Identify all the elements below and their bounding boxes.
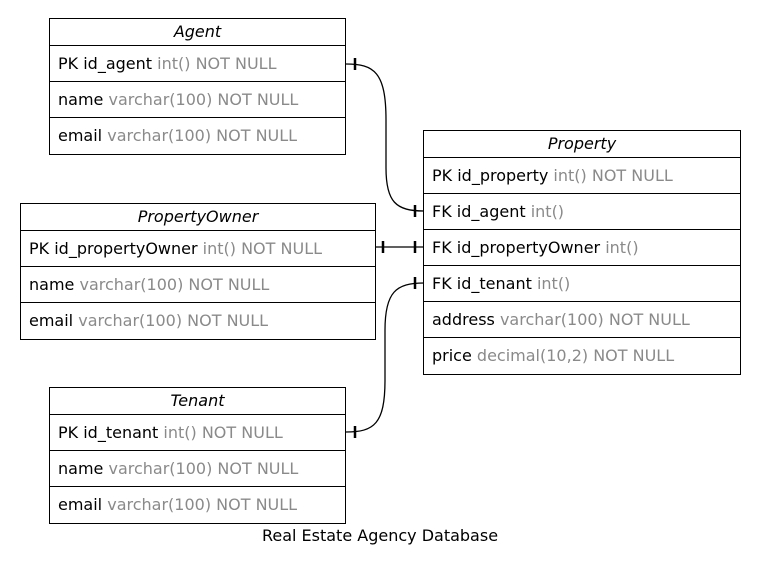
field-row: name varchar(100) NOT NULL [50, 451, 345, 487]
field-row: PK id_property int() NOT NULL [424, 158, 740, 194]
field-row: FK id_agent int() [424, 194, 740, 230]
field-name: PK id_property [432, 166, 549, 185]
field-name: PK id_propertyOwner [29, 239, 198, 258]
diagram-title: Real Estate Agency Database [261, 526, 499, 545]
field-name: email [58, 126, 103, 145]
field-name: PK id_tenant [58, 423, 159, 442]
field-name: email [29, 311, 74, 330]
field-name: address [432, 310, 495, 329]
field-type: int() NOT NULL [553, 166, 673, 185]
field-type: varchar(100) NOT NULL [499, 310, 690, 329]
field-name: FK id_propertyOwner [432, 238, 601, 257]
field-name: name [58, 90, 104, 109]
field-row: name varchar(100) NOT NULL [50, 82, 345, 118]
entity-property-owner: PropertyOwner PK id_propertyOwner int() … [20, 203, 376, 340]
field-name: FK id_tenant [432, 274, 532, 293]
field-name: email [58, 495, 103, 514]
field-type: varchar(100) NOT NULL [108, 459, 299, 478]
field-name: PK id_agent [58, 54, 153, 73]
link-tenant-property [345, 282, 425, 433]
field-type: int() [530, 202, 565, 221]
field-row: FK id_propertyOwner int() [424, 230, 740, 266]
entity-agent: Agent PK id_agent int() NOT NULL name va… [49, 18, 346, 155]
entity-title: Tenant [50, 388, 345, 415]
field-row: PK id_propertyOwner int() NOT NULL [21, 231, 375, 267]
entity-property: Property PK id_property int() NOT NULL F… [423, 130, 741, 375]
entity-title: Property [424, 131, 740, 158]
field-type: int() [536, 274, 571, 293]
field-row: email varchar(100) NOT NULL [21, 303, 375, 339]
field-row: FK id_tenant int() [424, 266, 740, 302]
field-type: int() NOT NULL [163, 423, 283, 442]
field-name: name [29, 275, 75, 294]
field-row: email varchar(100) NOT NULL [50, 487, 345, 523]
entity-tenant: Tenant PK id_tenant int() NOT NULL name … [49, 387, 346, 524]
field-row: address varchar(100) NOT NULL [424, 302, 740, 338]
field-row: name varchar(100) NOT NULL [21, 267, 375, 303]
field-name: name [58, 459, 104, 478]
field-name: price [432, 346, 472, 365]
entity-title: PropertyOwner [21, 204, 375, 231]
field-type: int() NOT NULL [202, 239, 323, 258]
field-type: varchar(100) NOT NULL [107, 495, 298, 514]
field-row: email varchar(100) NOT NULL [50, 118, 345, 154]
field-row: PK id_tenant int() NOT NULL [50, 415, 345, 451]
field-type: decimal(10,2) NOT NULL [476, 346, 675, 365]
field-row: PK id_agent int() NOT NULL [50, 46, 345, 82]
field-type: int() NOT NULL [157, 54, 277, 73]
field-row: price decimal(10,2) NOT NULL [424, 338, 740, 374]
entity-title: Agent [50, 19, 345, 46]
field-type: varchar(100) NOT NULL [108, 90, 299, 109]
field-type: varchar(100) NOT NULL [107, 126, 298, 145]
field-type: varchar(100) NOT NULL [79, 275, 270, 294]
field-type: int() [605, 238, 639, 257]
field-name: FK id_agent [432, 202, 526, 221]
link-agent-property [345, 63, 425, 212]
field-type: varchar(100) NOT NULL [78, 311, 269, 330]
